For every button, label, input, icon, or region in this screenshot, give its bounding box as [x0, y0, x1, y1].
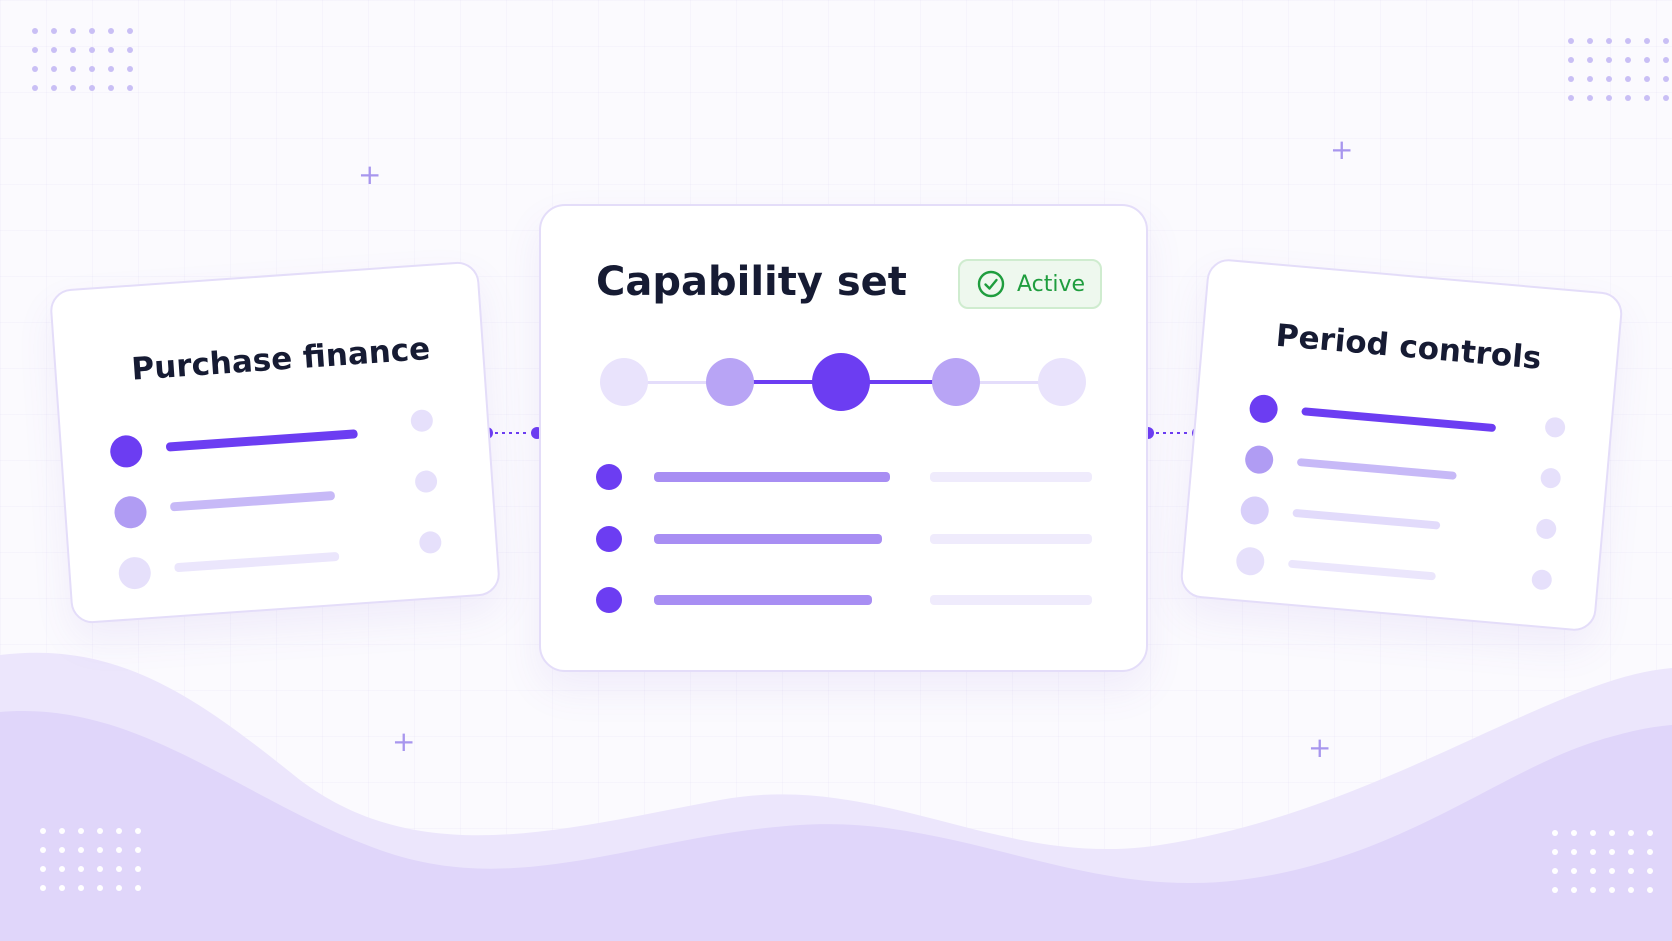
list-marker: [113, 495, 148, 530]
dot-grid-decoration: [1568, 38, 1669, 101]
list-bar: [174, 551, 340, 573]
list-bar: [654, 472, 890, 482]
list-bar: [1301, 407, 1497, 433]
plus-icon: +: [1330, 133, 1354, 166]
stepper-step: [706, 358, 754, 406]
list-bar: [1287, 559, 1437, 581]
list-bar: [1296, 457, 1457, 480]
list-indicator: [414, 469, 438, 494]
list-bar-secondary: [930, 534, 1092, 544]
list-bar-secondary: [930, 472, 1092, 482]
list-indicator: [1544, 416, 1566, 439]
list-marker: [1239, 495, 1270, 526]
list-indicator: [1530, 568, 1553, 591]
plus-icon: +: [1308, 731, 1332, 764]
list-indicator: [1539, 467, 1562, 489]
stepper-step: [932, 358, 980, 406]
list-bar: [654, 595, 872, 605]
card-title: Period controls: [1274, 317, 1543, 377]
list-marker: [109, 434, 144, 469]
plus-icon: +: [392, 725, 416, 758]
stepper-connector: [624, 381, 730, 384]
dot-grid-decoration: [32, 28, 133, 91]
stepper-step: [1038, 358, 1086, 406]
list-marker: [1248, 393, 1279, 425]
list-bar: [654, 534, 882, 544]
list-indicator: [410, 408, 434, 433]
stepper-step-current: [812, 353, 870, 411]
list-bar: [169, 490, 336, 512]
list-marker: [596, 587, 622, 613]
list-marker: [596, 464, 622, 490]
plus-icon: +: [358, 158, 382, 191]
list-bar: [1292, 508, 1441, 530]
list-marker: [596, 526, 622, 552]
list-marker: [117, 556, 152, 591]
card-title: Capability set: [596, 259, 907, 305]
check-circle-icon: [977, 270, 1005, 298]
dot-grid-decoration: [40, 828, 141, 891]
card-purchase-finance: Purchase finance: [48, 260, 502, 625]
card-title: Purchase finance: [130, 331, 432, 388]
status-badge: Active: [958, 259, 1102, 309]
card-period-controls: Period controls: [1178, 257, 1625, 633]
list-indicator: [1535, 518, 1558, 540]
list-indicator: [418, 530, 443, 555]
list-marker: [1235, 546, 1266, 577]
list-bar: [165, 429, 358, 452]
status-label: Active: [1017, 271, 1086, 297]
stepper-step: [600, 358, 648, 406]
stepper-connector: [956, 381, 1062, 384]
list-marker: [1244, 444, 1275, 475]
dot-grid-decoration: [1552, 830, 1653, 893]
list-bar-secondary: [930, 595, 1092, 605]
